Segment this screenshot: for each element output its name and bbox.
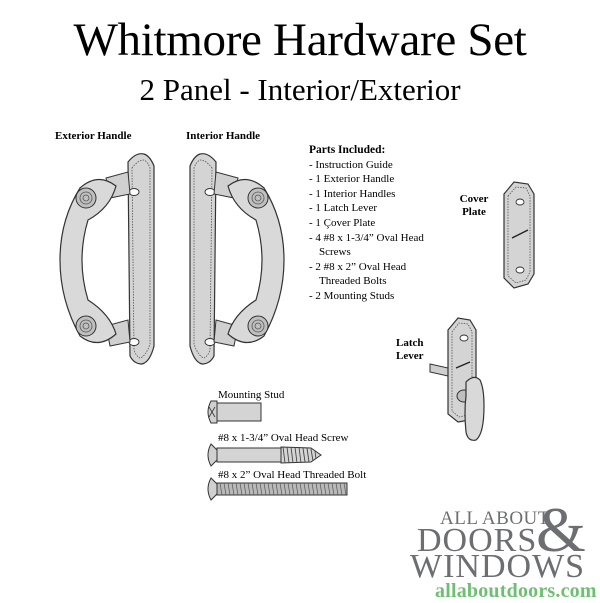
oval-head-screw-label: #8 x 1-3/4” Oval Head Screw bbox=[218, 432, 349, 444]
parts-list-item-continuation: Threaded Bolts bbox=[319, 275, 387, 288]
parts-list-heading: Parts Included: bbox=[309, 144, 386, 156]
latch-lever-label-line1: Latch bbox=[396, 337, 424, 349]
latch-lever-label-line2: Lever bbox=[396, 350, 424, 362]
mounting-stud-icon bbox=[207, 400, 262, 424]
page-subtitle: 2 Panel - Interior/Exterior bbox=[139, 72, 461, 107]
cover-plate-label-line2: Plate bbox=[462, 206, 486, 218]
logo-url: allaboutdoors.com bbox=[435, 580, 597, 602]
parts-list-item: - 1 Çover Plate bbox=[309, 216, 376, 229]
exterior-handle-icon bbox=[59, 153, 155, 365]
interior-handle-label: Interior Handle bbox=[186, 130, 261, 142]
interior-handle-icon bbox=[189, 153, 285, 365]
logo-line-doors: DOORS bbox=[417, 522, 538, 559]
cover-plate-icon bbox=[503, 181, 535, 289]
brand-logo: ALL ABOUT DOORS & WINDOWS allaboutdoors.… bbox=[408, 498, 598, 603]
latch-lever-label: Latch Lever bbox=[396, 337, 424, 363]
parts-list-item: - 1 Latch Lever bbox=[309, 202, 378, 215]
oval-head-screw-icon bbox=[207, 443, 322, 467]
latch-lever-icon bbox=[429, 317, 485, 441]
threaded-bolt-icon bbox=[207, 477, 348, 501]
parts-list: Parts Included: - Instruction Guide - 1 … bbox=[309, 143, 424, 304]
parts-list-item: - 4 #8 x 1-3/4” Oval Head bbox=[309, 231, 424, 244]
logo-line-all-about: ALL ABOUT bbox=[440, 508, 550, 529]
logo-line-windows: WINDOWS bbox=[410, 548, 586, 585]
logo-ampersand: & bbox=[536, 494, 586, 565]
cover-plate-label: Cover Plate bbox=[457, 193, 491, 219]
parts-list-item: - 2 #8 x 2” Oval Head bbox=[309, 260, 407, 273]
parts-list-item: - 1 Interior Handles bbox=[309, 187, 396, 200]
page-title: Whitmore Hardware Set bbox=[73, 14, 527, 66]
parts-list-item-continuation: Screws bbox=[319, 246, 351, 259]
threaded-bolt-label: #8 x 2” Oval Head Threaded Bolt bbox=[218, 469, 367, 481]
mounting-stud-label: Mounting Stud bbox=[218, 389, 285, 401]
parts-list-item: - Instruction Guide bbox=[309, 158, 393, 171]
parts-list-item: - 1 Exterior Handle bbox=[309, 173, 395, 186]
exterior-handle-label: Exterior Handle bbox=[55, 130, 132, 142]
cover-plate-label-line1: Cover bbox=[459, 193, 489, 205]
parts-list-item: - 2 Mounting Studs bbox=[309, 289, 395, 302]
